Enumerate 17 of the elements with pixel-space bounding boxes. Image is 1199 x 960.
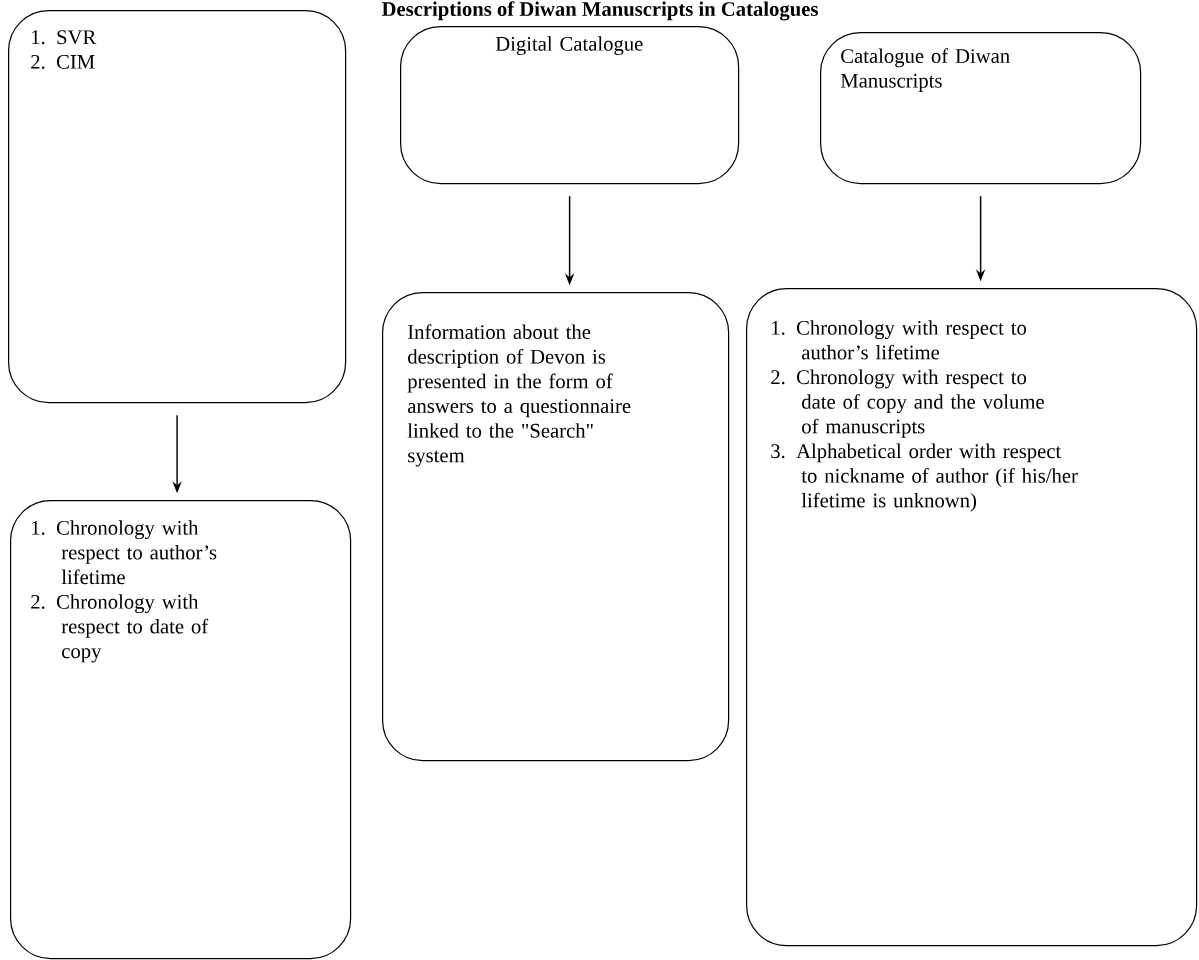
- rounded-box: [746, 288, 1198, 947]
- list-item: 2. CIM: [31, 54, 95, 69]
- title: Descriptions of Diwan Manuscripts in Catalogues: [381, 1, 818, 21]
- list-item: 2. Chronology with respect to date of copy: [31, 594, 209, 663]
- list-item: 3. Alphabetical order with respect to nickname of author (if his/her lifetime is unknown): [771, 443, 1078, 512]
- box-text: Information about the description of Devon is presented in the form of answers to a questionnaire linked to the "Search" system: [407, 324, 631, 467]
- box-text: Digital Catalogue: [495, 36, 643, 56]
- list-item: 1. SVR: [32, 30, 97, 45]
- rounded-box: [820, 32, 1142, 185]
- list-item: 2. Chronology with respect to date of copy and the volume of manuscripts: [771, 369, 1044, 438]
- box-text: Catalogue of Diwan Manuscripts: [840, 48, 1010, 92]
- list-item: 1. Chronology with respect to author’s lifetime: [772, 320, 1027, 360]
- list-item: 1. Chronology with respect to author’s lifetime: [32, 520, 217, 585]
- rounded-box: [8, 10, 347, 404]
- rounded-box: [400, 26, 740, 185]
- rounded-box: [382, 292, 730, 762]
- rounded-box: [10, 500, 352, 960]
